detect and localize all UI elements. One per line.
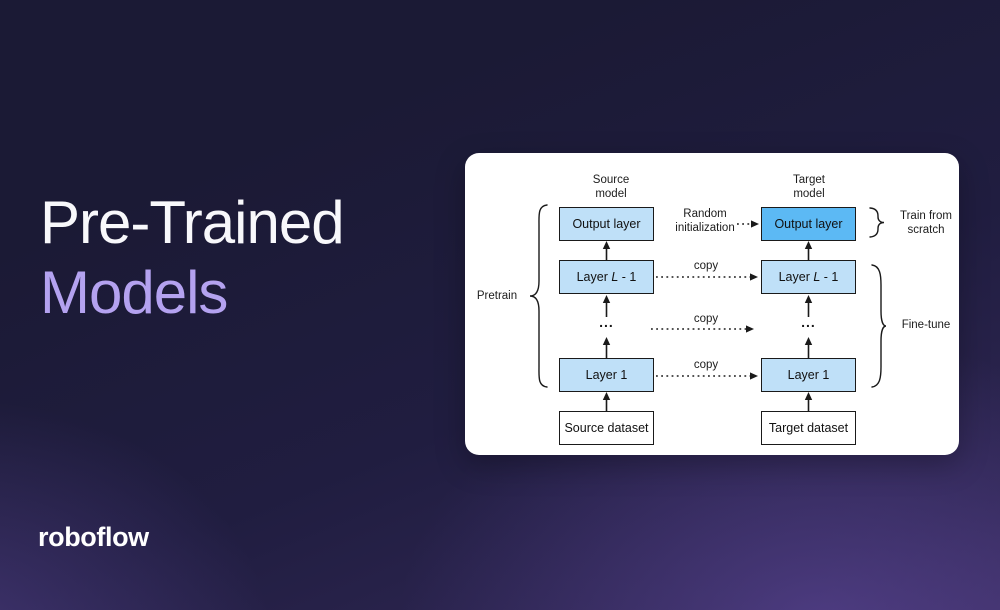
roboflow-logo: roboflow (38, 522, 149, 552)
target-header-line1: Target (793, 174, 825, 186)
train-from-scratch-label: Train from scratch (893, 210, 959, 237)
train-from-scratch-line1: Train from (900, 210, 952, 222)
target-ellipsis: ... (801, 314, 816, 330)
target-layer-1-box: Layer 1 (761, 358, 856, 392)
source-layer-1-label: Layer 1 (585, 368, 628, 382)
copy-label-row3: copy (693, 359, 719, 371)
target-dataset-label: Target dataset (768, 421, 849, 435)
diagram-connectors (529, 204, 887, 411)
source-layer-1-box: Layer 1 (559, 358, 654, 392)
up-arrow-source-layerl1-to-output (602, 241, 611, 260)
target-layer-l1-label-italic: L (813, 270, 821, 284)
copy-label-row2: copy (693, 313, 719, 325)
dotted-arrow-copy-layer1 (656, 372, 758, 380)
target-dataset-box: Target dataset (761, 411, 856, 445)
title-line-2: Models (40, 259, 228, 326)
diagram-card: Source model Target model Output layer L… (465, 153, 959, 455)
source-layer-l1-label-italic: L (611, 270, 619, 284)
target-layer-1-label: Layer 1 (787, 368, 830, 382)
pretrain-brace (529, 204, 548, 388)
source-model-header: Source model (561, 173, 661, 201)
target-header-line2: model (793, 188, 825, 200)
source-layer-l1-box: Layer L - 1 (559, 260, 654, 294)
copy-label-row1: copy (693, 260, 719, 272)
target-layer-l1-box: Layer L - 1 (761, 260, 856, 294)
up-arrow-target-dataset-to-layer1 (804, 392, 813, 411)
up-arrow-source-layer1-to-ellipsis (602, 337, 611, 358)
random-init-line1: Random (683, 208, 727, 220)
target-output-layer-box: Output layer (761, 207, 856, 241)
source-layer-l1-label-pre: Layer (576, 270, 612, 284)
source-layer-l1-label-post: - 1 (618, 270, 637, 284)
up-arrow-target-layerl1-to-output (804, 241, 813, 260)
source-ellipsis: ... (599, 314, 614, 330)
target-model-header: Target model (759, 173, 859, 201)
source-header-line2: model (595, 188, 627, 200)
source-dataset-label: Source dataset (564, 421, 649, 435)
up-arrow-target-layer1-to-ellipsis (804, 337, 813, 358)
fine-tune-brace (871, 264, 887, 388)
source-dataset-box: Source dataset (559, 411, 654, 445)
target-layer-l1-label-pre: Layer (778, 270, 814, 284)
train-from-scratch-brace (869, 207, 885, 238)
dotted-arrow-copy-ellipsis (651, 325, 754, 333)
title-line-1: Pre-Trained (40, 189, 345, 256)
up-arrow-target-ellipsis-to-layerl1 (804, 295, 813, 317)
page-title: Pre-Trained Models (40, 188, 345, 328)
dotted-arrow-copy-layerl1 (656, 273, 758, 281)
fine-tune-label: Fine-tune (901, 319, 951, 331)
random-initialization-label: Random initialization (655, 208, 755, 235)
pretrain-label: Pretrain (476, 290, 518, 302)
target-layer-l1-label-post: - 1 (820, 270, 839, 284)
target-output-layer-label: Output layer (774, 217, 843, 231)
source-output-layer-label: Output layer (572, 217, 641, 231)
source-output-layer-box: Output layer (559, 207, 654, 241)
dotted-arrow-random-init (737, 220, 759, 228)
random-init-line2: initialization (675, 221, 735, 234)
train-from-scratch-line2: scratch (907, 223, 945, 236)
up-arrow-source-dataset-to-layer1 (602, 392, 611, 411)
up-arrow-source-ellipsis-to-layerl1 (602, 295, 611, 317)
source-header-line1: Source (592, 174, 630, 186)
